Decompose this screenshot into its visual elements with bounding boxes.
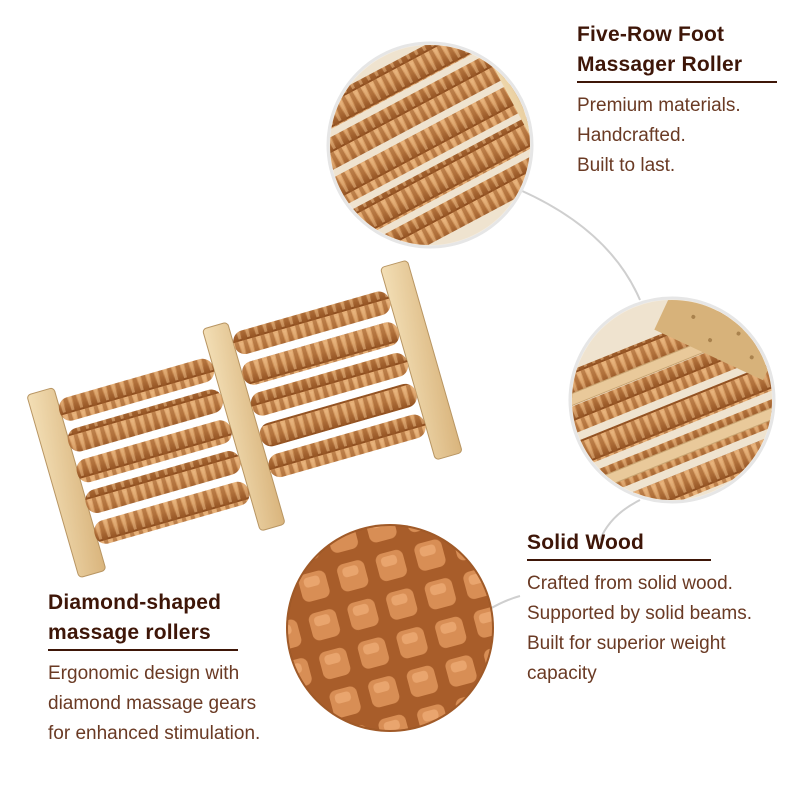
desc-line: Built for superior weight bbox=[527, 633, 726, 654]
feature-diamond-rollers-title: Diamond-shaped massage rollers bbox=[48, 588, 308, 648]
title-line: massage rollers bbox=[48, 621, 211, 644]
desc-line: Supported by solid beams. bbox=[527, 603, 752, 624]
feature-solid-wood-title: Solid Wood bbox=[527, 528, 777, 558]
desc-line: Built to last. bbox=[577, 155, 676, 176]
desc-line: diamond massage gears bbox=[48, 693, 257, 714]
title-underline bbox=[48, 649, 238, 651]
feature-five-row: Five-Row Foot Massager Roller Premium ma… bbox=[577, 20, 777, 181]
feature-diamond-rollers-description: Ergonomic design with diamond massage ge… bbox=[48, 659, 308, 749]
connector-line-mid bbox=[599, 499, 641, 541]
title-underline bbox=[577, 81, 777, 83]
title-line: Diamond-shaped bbox=[48, 591, 222, 614]
detail-circle-rollers bbox=[326, 41, 534, 249]
desc-line: capacity bbox=[527, 663, 597, 684]
desc-line: Handcrafted. bbox=[577, 125, 686, 146]
desc-line: Crafted from solid wood. bbox=[527, 573, 733, 594]
title-underline bbox=[527, 559, 711, 561]
title-line: Massager Roller bbox=[577, 53, 743, 76]
desc-line: for enhanced stimulation. bbox=[48, 723, 261, 744]
connector-line-top bbox=[519, 189, 641, 301]
feature-five-row-title: Five-Row Foot Massager Roller bbox=[577, 20, 777, 80]
title-line: Five-Row Foot bbox=[577, 23, 725, 46]
feature-diamond-rollers: Diamond-shaped massage rollers Ergonomic… bbox=[48, 588, 308, 749]
connector-line-bottom bbox=[487, 595, 521, 611]
feature-five-row-description: Premium materials. Handcrafted. Built to… bbox=[577, 91, 777, 181]
desc-line: Premium materials. bbox=[577, 95, 741, 116]
feature-solid-wood: Solid Wood Crafted from solid wood. Supp… bbox=[527, 528, 777, 689]
desc-line: Ergonomic design with bbox=[48, 663, 240, 684]
foot-massager-main-image bbox=[27, 260, 462, 578]
title-line: Solid Wood bbox=[527, 531, 645, 554]
detail-circle-solid-wood bbox=[568, 296, 776, 504]
feature-solid-wood-description: Crafted from solid wood. Supported by so… bbox=[527, 569, 777, 689]
